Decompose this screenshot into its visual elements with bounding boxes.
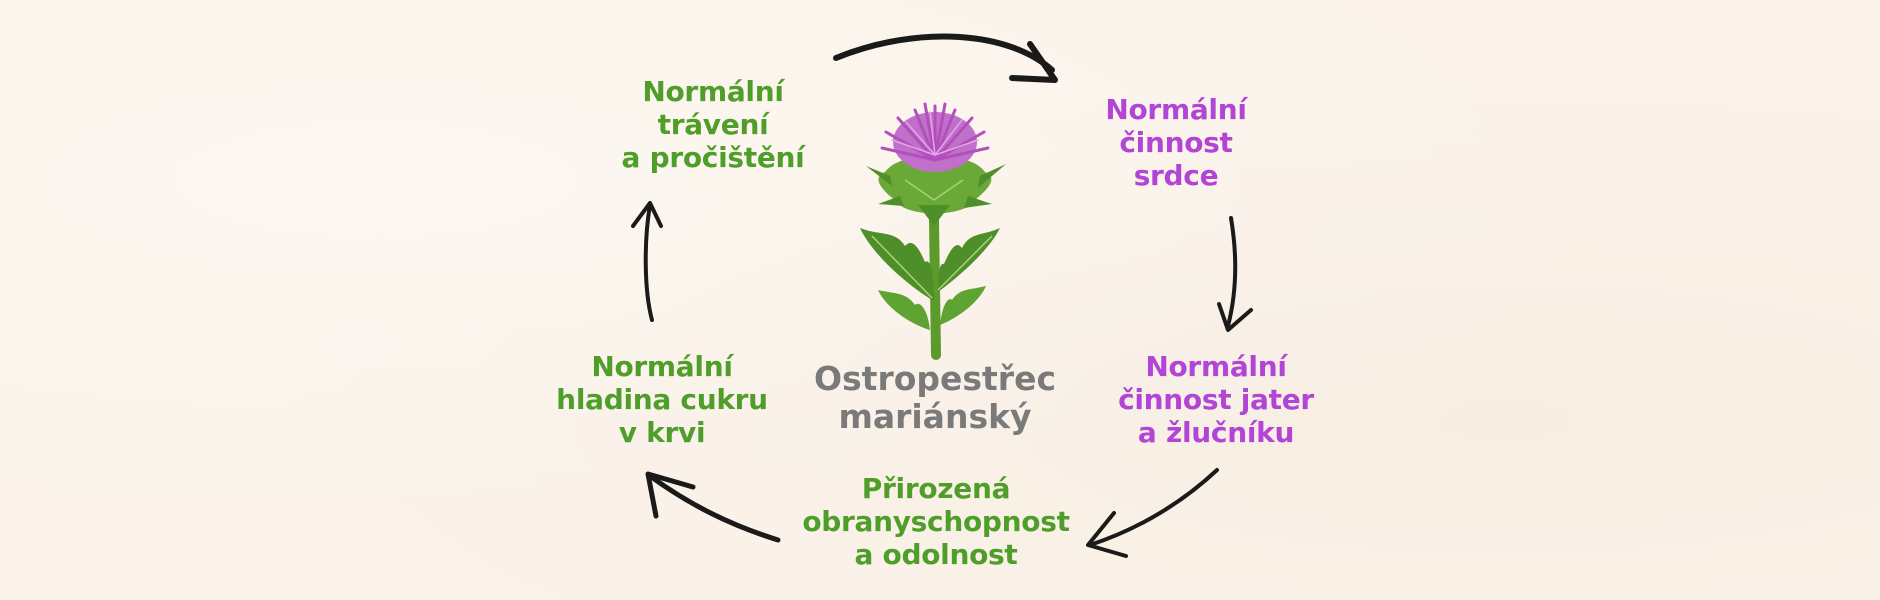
node-digestion-line: Normální — [642, 75, 784, 108]
node-immunity-line: a odolnost — [854, 538, 1018, 571]
node-blood-sugar: Normální hladina cukru v krvi — [556, 350, 768, 449]
node-digestion: Normální trávení a pročištění — [622, 75, 805, 174]
node-immunity-line: obranyschopnost — [802, 505, 1070, 538]
arrow-liver-to-immunity — [1086, 468, 1219, 558]
node-liver-line: činnost jater — [1118, 383, 1314, 416]
node-blood-sugar-line: v krvi — [618, 416, 706, 449]
center-title: Ostropestřec mariánský — [814, 360, 1056, 436]
node-liver-line: Normální — [1145, 350, 1287, 383]
arrow-bloodsugar-to-digestion — [631, 201, 663, 322]
node-digestion-line: trávení — [657, 108, 769, 141]
node-liver: Normální činnost jater a žlučníku — [1118, 350, 1314, 449]
node-immunity: Přirozená obranyschopnost a odolnost — [802, 472, 1070, 571]
node-digestion-line: a pročištění — [621, 141, 805, 174]
node-heart-line: srdce — [1133, 159, 1219, 192]
center-title-line: Ostropestřec — [813, 359, 1057, 398]
node-heart: Normální činnost srdce — [1105, 93, 1247, 192]
center-title-line: mariánský — [838, 397, 1032, 436]
arrow-heart-to-liver — [1217, 216, 1253, 332]
node-immunity-line: Přirozená — [861, 472, 1011, 505]
node-blood-sugar-line: hladina cukru — [556, 383, 768, 416]
arrow-digestion-to-heart — [833, 33, 1058, 83]
node-blood-sugar-line: Normální — [591, 350, 733, 383]
node-heart-line: Normální — [1105, 93, 1247, 126]
flower-head — [880, 102, 990, 172]
arrow-immunity-to-bloodsugar — [645, 471, 781, 543]
node-liver-line: a žlučníku — [1137, 416, 1295, 449]
node-heart-line: činnost — [1119, 126, 1233, 159]
